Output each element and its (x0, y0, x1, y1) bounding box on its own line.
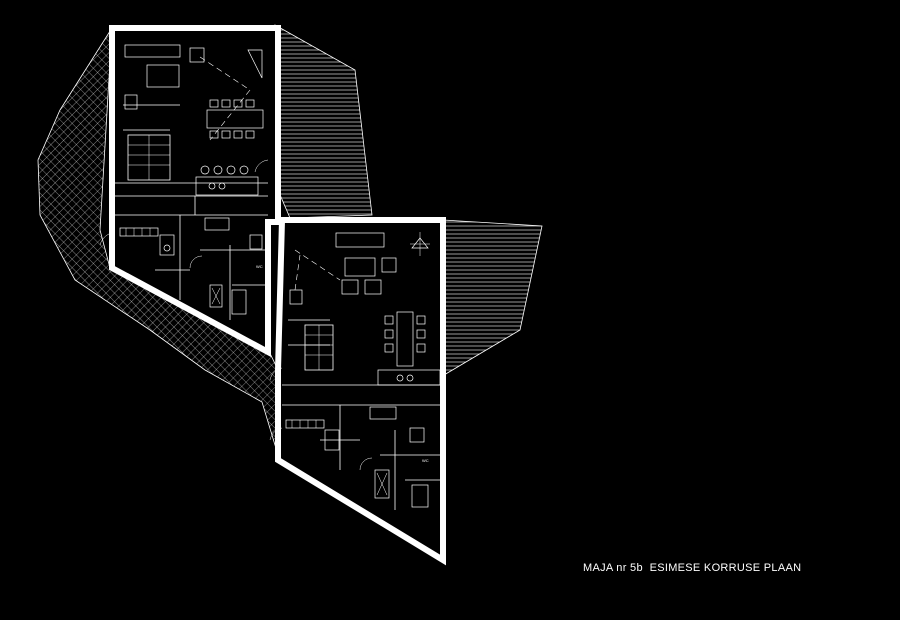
room-label-wc-b: WC (422, 458, 429, 463)
house-a-interior (99, 44, 269, 320)
plan-caption: MAJA nr 5b ESIMESE KORRUSE PLAAN (583, 562, 802, 574)
deck-hatch-east (442, 219, 543, 376)
room-label-wc-a: WC (256, 264, 263, 269)
house-a-outline (109, 25, 281, 358)
deck-hatch-north (274, 24, 373, 219)
house-b-interior (269, 232, 443, 510)
house-b-outline (275, 217, 446, 566)
